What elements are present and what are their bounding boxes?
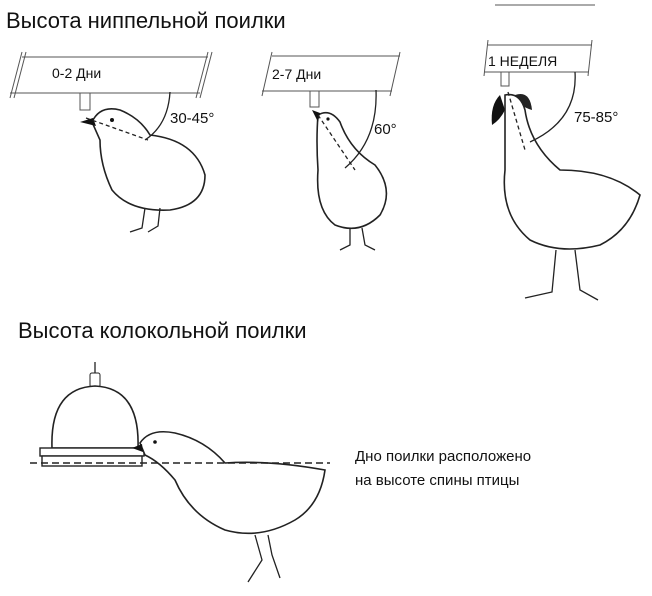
bell-drinker-icon — [39, 362, 145, 467]
age-label: 1 НЕДЕЛЯ — [488, 53, 557, 69]
note-line-2: на высоте спины птицы — [355, 472, 519, 489]
nipple-icon — [79, 92, 91, 111]
hen-icon — [491, 93, 641, 301]
bell-section-title: Высота колокольной поилки — [18, 318, 307, 343]
chick-icon — [312, 110, 388, 251]
water-pipe — [261, 51, 401, 97]
nipple-icon — [500, 71, 510, 87]
angle-label: 75-85° — [574, 109, 618, 126]
water-pipe — [9, 51, 213, 99]
stage-2-7-days: 2-7 Дни 60° — [261, 51, 401, 251]
stage-1-week: 1 НЕДЕЛЯ 75-85° — [483, 4, 641, 301]
note-line-1: Дно поилки расположено — [355, 448, 531, 465]
angle-label: 60° — [374, 121, 397, 138]
angle-label: 30-45° — [170, 110, 214, 127]
stage-0-2-days: 0-2 Дни 30-45° — [9, 51, 214, 233]
chicken-icon — [132, 430, 326, 583]
chick-icon — [80, 108, 206, 233]
nipple-icon — [309, 90, 320, 108]
age-label: 0-2 Дни — [52, 65, 101, 81]
age-label: 2-7 Дни — [272, 66, 321, 82]
nipple-section-title: Высота ниппельной поилки — [6, 8, 286, 33]
water-pipe — [483, 4, 595, 77]
